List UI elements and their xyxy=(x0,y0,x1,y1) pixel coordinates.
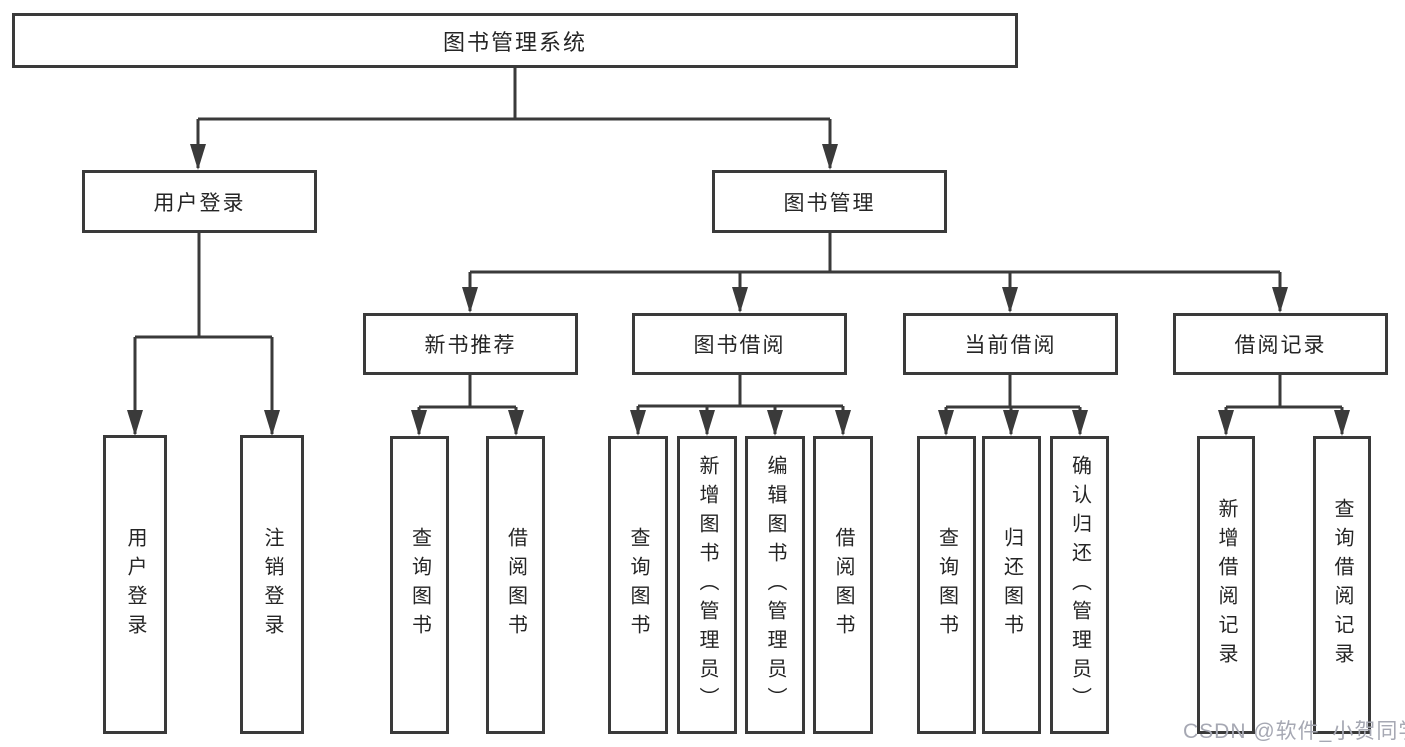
leaf-records-query-record: 查询借阅记录 xyxy=(1313,436,1371,734)
csdn-watermark: CSDN @软件_小贺同学 xyxy=(1183,720,1405,743)
node-label: 用户登录 xyxy=(153,191,246,215)
leaf-borrow-borrow-books: 借阅图书 xyxy=(813,436,873,734)
node-label: 新书推荐 xyxy=(424,334,517,357)
node-label: 用户登录 xyxy=(124,526,146,643)
node-label: 查询借阅记录 xyxy=(1331,498,1353,672)
node-root-system: 图书管理系统 xyxy=(12,13,1018,68)
leaf-newbooks-query-books: 查询图书 xyxy=(390,436,449,734)
leaf-current-confirm-return-admin: 确认归还（管理员） xyxy=(1050,436,1109,734)
node-current-borrowing: 当前借阅 xyxy=(903,313,1118,375)
node-label: 查询图书 xyxy=(627,527,649,643)
node-user-login: 用户登录 xyxy=(82,170,317,233)
node-label: 确认归还（管理员） xyxy=(1068,454,1091,716)
arrowheads xyxy=(127,144,1350,436)
node-label: 借阅图书 xyxy=(832,527,854,643)
node-label: 注销登录 xyxy=(261,526,283,643)
node-label: 查询图书 xyxy=(935,527,958,643)
leaf-current-return-books: 归还图书 xyxy=(982,436,1041,734)
leaf-records-add-record: 新增借阅记录 xyxy=(1197,436,1255,734)
node-label: 图书借阅 xyxy=(693,334,786,357)
node-label: 新增借阅记录 xyxy=(1215,498,1237,672)
node-label: 借阅记录 xyxy=(1234,334,1327,357)
leaf-newbooks-borrow-books: 借阅图书 xyxy=(486,436,545,734)
leaf-current-query-books: 查询图书 xyxy=(917,436,976,734)
leaf-borrow-query-books: 查询图书 xyxy=(608,436,668,734)
node-label: 图书管理 xyxy=(783,191,876,215)
leaf-borrow-edit-books-admin: 编辑图书（管理员） xyxy=(745,436,805,734)
node-book-borrowing: 图书借阅 xyxy=(632,313,847,375)
node-label: 图书管理系统 xyxy=(442,29,587,55)
node-label: 归还图书 xyxy=(1000,527,1023,643)
node-book-management: 图书管理 xyxy=(712,170,947,233)
node-label: 查询图书 xyxy=(408,527,431,643)
node-borrowing-records: 借阅记录 xyxy=(1173,313,1388,375)
node-label: 编辑图书（管理员） xyxy=(764,454,786,716)
node-label: 当前借阅 xyxy=(964,334,1057,357)
node-label: 新增图书（管理员） xyxy=(696,454,718,716)
leaf-logout: 注销登录 xyxy=(240,435,304,734)
leaf-borrow-add-books-admin: 新增图书（管理员） xyxy=(677,436,737,734)
node-new-book-recommend: 新书推荐 xyxy=(363,313,578,375)
node-label: 借阅图书 xyxy=(504,527,527,643)
leaf-user-login: 用户登录 xyxy=(103,435,167,734)
